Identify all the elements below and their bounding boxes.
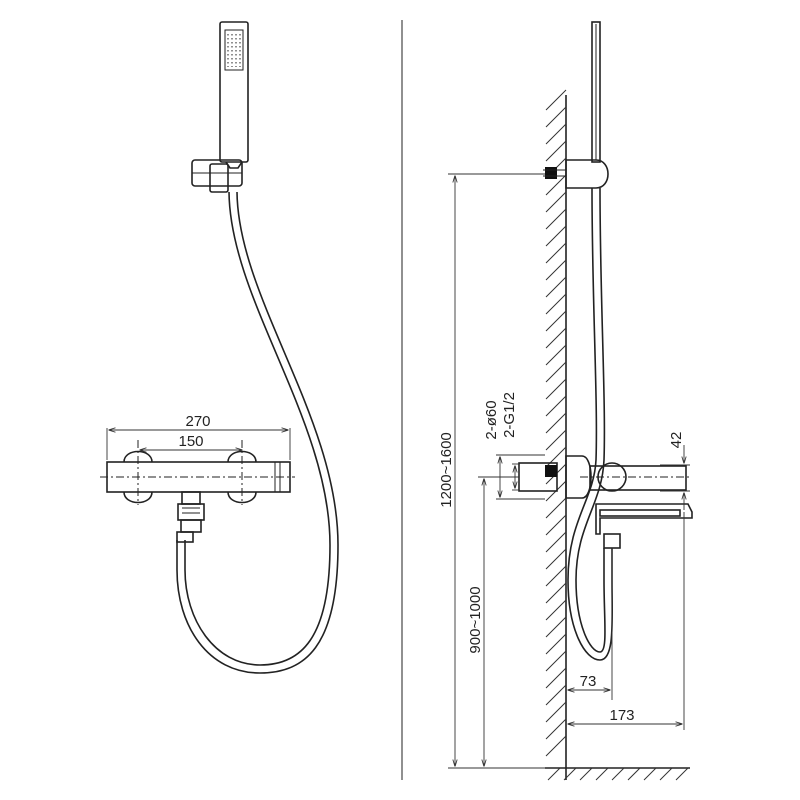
- dimension-173: 173: [568, 512, 685, 730]
- wall-hatch-line: [545, 735, 567, 757]
- hand-shower-side: [591, 21, 601, 163]
- wall-hatch-line: [545, 548, 567, 570]
- wall-hatch-line: [545, 633, 567, 655]
- wall-hatch-line: [545, 650, 567, 672]
- wall-hatch-line: [545, 174, 567, 196]
- hose-connector: [176, 491, 205, 543]
- wall-hatch-line: [545, 225, 567, 247]
- wall-hatch-line: [545, 259, 567, 281]
- wall-hatch-line: [545, 140, 567, 162]
- dimension-900-1000: 900~1000: [467, 476, 519, 766]
- dimension-1200-1600: 1200~1600: [438, 173, 545, 769]
- floor-hatch-line: [643, 767, 657, 781]
- spout: [595, 503, 693, 549]
- wall-hatch-line: [545, 599, 567, 621]
- wall-hatch-line: [545, 378, 567, 400]
- wall-hatch-line: [545, 667, 567, 689]
- wall-hatch-line: [545, 497, 567, 519]
- wall-hatch-line: [545, 395, 567, 417]
- floor-hatch-line: [547, 767, 561, 781]
- dim-thread-label: 2-G1/2: [501, 392, 518, 438]
- wall-hatch-line: [545, 446, 567, 468]
- wall-hatch-line: [545, 412, 567, 434]
- wall-hatch-line: [545, 344, 567, 366]
- front-view: 270 150: [100, 21, 339, 674]
- dim-150-label: 150: [178, 433, 203, 450]
- wall-hatch-line: [545, 276, 567, 298]
- wall-hatch-line: [545, 310, 567, 332]
- wall-hatch-line: [545, 531, 567, 553]
- dim-900-1000-label: 900~1000: [467, 586, 484, 653]
- wall-hatch-line: [545, 701, 567, 723]
- dim-diameter-label: 2-ø60: [483, 400, 500, 439]
- side-view: 1200~1600 900~1000 2-ø60 2-G1/2 42: [438, 21, 693, 781]
- wall-hatch-line: [545, 514, 567, 536]
- floor-hatch-line: [627, 767, 641, 781]
- wall-hatch-line: [545, 684, 567, 706]
- floor-hatch-line: [611, 767, 625, 781]
- wall-hatch-line: [545, 361, 567, 383]
- floor-hatch-line: [579, 767, 593, 781]
- wall-hatch-line: [545, 191, 567, 213]
- wall-hatch-line: [545, 429, 567, 451]
- floor-hatch-line: [675, 767, 689, 781]
- floor-hatch-line: [563, 767, 577, 781]
- shower-holder-icon: [191, 159, 243, 193]
- wall-hatch-line: [545, 242, 567, 264]
- shower-holder-side: [565, 159, 609, 189]
- wall-hatch-line: [545, 208, 567, 230]
- wall-hatch-line: [545, 123, 567, 145]
- floor-hatch-line: [659, 767, 673, 781]
- wall-hatch-line: [545, 565, 567, 587]
- dimension-150: 150: [140, 433, 242, 450]
- dim-173-label: 173: [609, 707, 634, 724]
- dim-73-label: 73: [580, 673, 597, 690]
- wall-hatch-line: [545, 89, 567, 111]
- dimension-pipe: 2-ø60 2-G1/2: [483, 392, 545, 500]
- hand-shower-icon: [219, 21, 249, 169]
- wall-hatch-line: [545, 293, 567, 315]
- floor-hatch-line: [595, 767, 609, 781]
- dimension-42: 42: [660, 432, 690, 510]
- shower-hose-side: [567, 187, 614, 661]
- dim-1200-1600-label: 1200~1600: [438, 432, 455, 508]
- wall-hatch-line: [545, 718, 567, 740]
- wall-hatch-line: [545, 616, 567, 638]
- dimension-270: 270: [106, 413, 291, 460]
- dim-270-label: 270: [185, 413, 210, 430]
- dimension-73: 73: [568, 548, 613, 700]
- mixer-body: [100, 440, 295, 505]
- shower-hose: [176, 191, 339, 674]
- wall: [545, 89, 690, 781]
- dim-42-label: 42: [668, 432, 685, 449]
- wall-hatch-line: [545, 327, 567, 349]
- wall-hatch-line: [545, 106, 567, 128]
- wall-fixing: [543, 167, 566, 179]
- wall-hatch-line: [545, 582, 567, 604]
